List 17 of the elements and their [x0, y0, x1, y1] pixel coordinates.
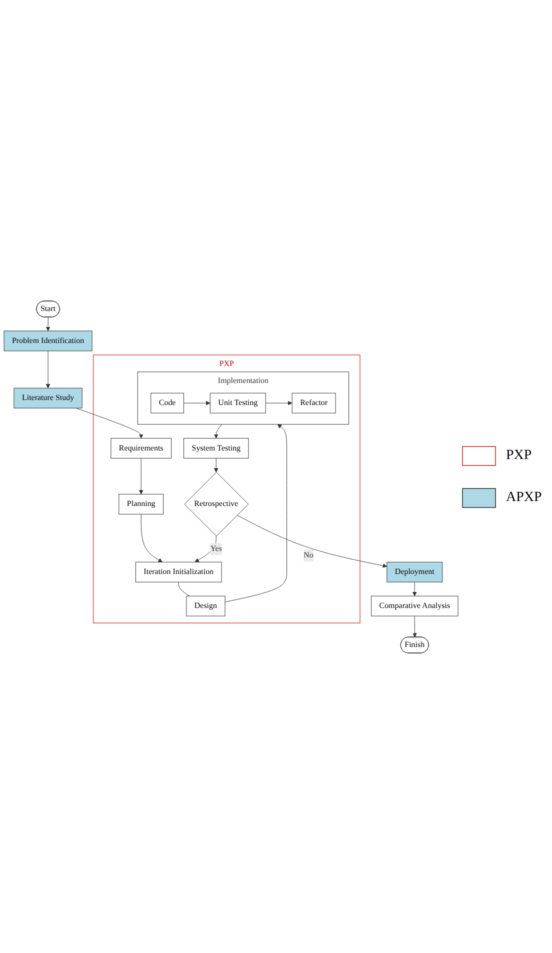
- arrow: [46, 316, 50, 331]
- arrow: [265, 400, 292, 405]
- arrow: [76, 407, 144, 438]
- legend-label: PXP: [506, 448, 532, 464]
- arrow: [236, 514, 388, 568]
- connector: [178, 581, 190, 596]
- arrow: [412, 581, 417, 596]
- arrow: [224, 424, 287, 602]
- arrow: [194, 535, 216, 562]
- arrow: [412, 615, 417, 637]
- arrow: [183, 400, 210, 405]
- arrow: [214, 458, 218, 472]
- arrow: [46, 350, 50, 388]
- arrow: [138, 458, 144, 494]
- arrow: [214, 424, 222, 438]
- arrow: [140, 513, 162, 562]
- legend-label: APXP: [506, 490, 542, 506]
